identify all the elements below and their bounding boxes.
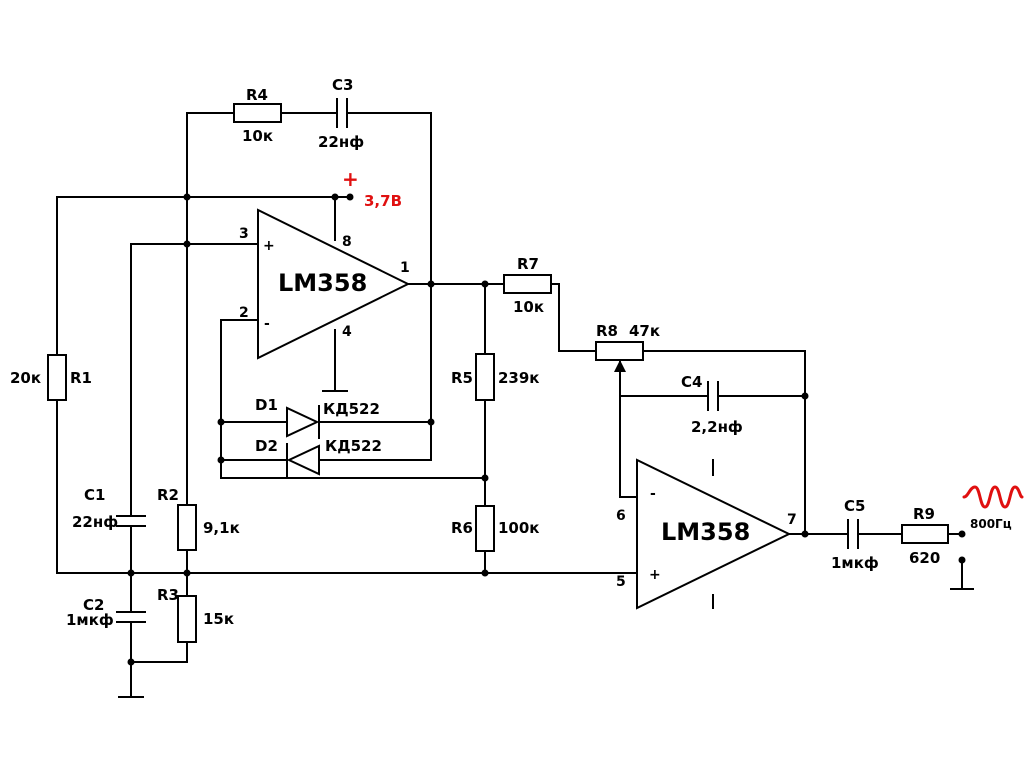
resistor-r7 xyxy=(503,274,552,294)
r3-value: 15к xyxy=(203,610,234,628)
d2-value: КД522 xyxy=(325,437,382,455)
r1-value: 20к xyxy=(10,369,41,387)
c5-value: 1мкф xyxy=(831,554,879,572)
junctions xyxy=(127,193,966,666)
r6-ref: R6 xyxy=(451,519,473,537)
c5-ref: C5 xyxy=(844,497,865,515)
opamp-1-pin-3: 3 xyxy=(239,226,249,242)
resistor-r9 xyxy=(901,524,949,544)
ground-symbols xyxy=(118,390,974,698)
supply-voltage: 3,7В xyxy=(364,192,402,210)
opamp-1-pin-8: 8 xyxy=(342,234,352,250)
opamp-1-body xyxy=(257,208,411,360)
r4-ref: R4 xyxy=(246,86,268,104)
r7-ref: R7 xyxy=(517,255,539,273)
c3-value: 22нф xyxy=(318,133,364,151)
wires xyxy=(56,112,963,698)
opamp-1-name: LM358 xyxy=(278,269,367,297)
c1-value: 22нф xyxy=(72,513,118,531)
r9-ref: R9 xyxy=(913,505,935,523)
r5-ref: R5 xyxy=(451,369,473,387)
labels: LM358 + - 3 2 8 4 1 LM358 - + 6 5 7 + 3,… xyxy=(10,76,1012,629)
r8-ref: R8 xyxy=(596,322,618,340)
r8-value: 47к xyxy=(629,322,660,340)
opamp-2-pin-6: 6 xyxy=(616,508,626,524)
r2-ref: R2 xyxy=(157,486,179,504)
output-frequency: 800Гц xyxy=(970,517,1012,531)
opamp-2-pin-minus-sign: - xyxy=(650,486,656,502)
diode-d1 xyxy=(286,405,320,439)
diode-d2 xyxy=(286,443,320,477)
opamp-1-pin-1: 1 xyxy=(400,260,410,276)
opamp-2-pin-7: 7 xyxy=(787,512,797,528)
capacitor-c2 xyxy=(116,611,146,623)
resistor-r5 xyxy=(475,353,495,401)
opamp-1-pin-minus-sign: - xyxy=(264,316,270,332)
d2-ref: D2 xyxy=(255,437,278,455)
opamp-2-name: LM358 xyxy=(661,518,750,546)
resistor-r2 xyxy=(177,504,197,551)
r2-value: 9,1к xyxy=(203,519,240,537)
capacitor-c5 xyxy=(847,519,859,549)
potentiometer-r8 xyxy=(595,341,644,372)
r3-ref: R3 xyxy=(157,586,179,604)
capacitor-c1 xyxy=(116,515,146,527)
opamp-1-pin-plus-sign: + xyxy=(263,238,275,254)
resistor-r1 xyxy=(47,354,67,401)
c2-ref: C2 xyxy=(83,596,104,614)
opamp-2-pin-5: 5 xyxy=(616,574,626,590)
opamp-1-pin-2: 2 xyxy=(239,305,249,321)
c3-ref: C3 xyxy=(332,76,353,94)
capacitor-c3 xyxy=(336,98,348,128)
c1-ref: C1 xyxy=(84,486,105,504)
c2-value: 1мкф xyxy=(66,611,114,629)
resistor-r6 xyxy=(475,505,495,552)
opamp-1-pin-4: 4 xyxy=(342,324,352,340)
sine-wave-icon xyxy=(962,485,1024,509)
r7-value: 10к xyxy=(513,298,544,316)
r6-value: 100к xyxy=(498,519,540,537)
capacitor-c4 xyxy=(707,381,719,411)
resistor-r4 xyxy=(233,103,282,123)
r1-ref: R1 xyxy=(70,369,92,387)
d1-ref: D1 xyxy=(255,396,278,414)
opamp-2-body xyxy=(636,458,792,610)
c4-value: 2,2нф xyxy=(691,418,743,436)
r9-value: 620 xyxy=(909,549,940,567)
r4-value: 10к xyxy=(242,127,273,145)
resistor-r3 xyxy=(177,595,197,643)
supply-plus-sign: + xyxy=(342,167,359,191)
opamp-2-pin-plus-sign: + xyxy=(649,567,661,583)
c4-ref: C4 xyxy=(681,373,702,391)
r5-value: 239к xyxy=(498,369,540,387)
d1-value: КД522 xyxy=(323,400,380,418)
